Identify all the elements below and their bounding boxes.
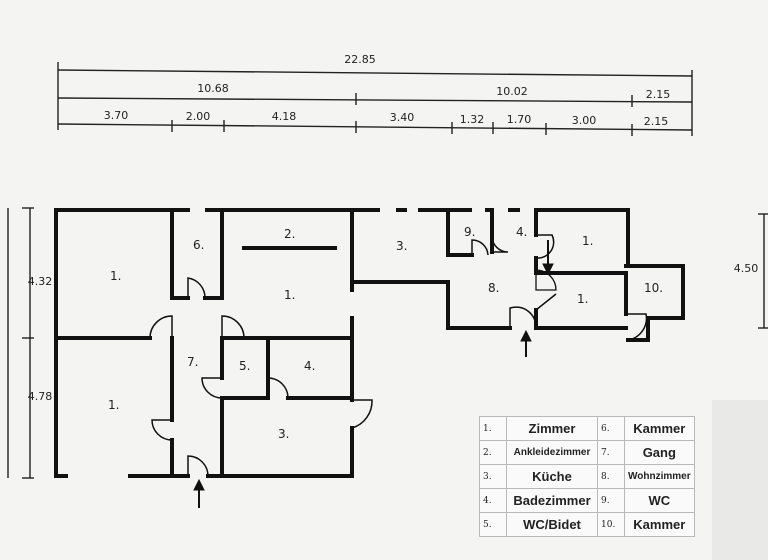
- legend-num: 7.: [597, 440, 625, 465]
- dim-row2-1: 10.68: [197, 82, 229, 95]
- walls: [54, 208, 685, 478]
- legend-num: 5.: [479, 512, 507, 537]
- dim-row3-4: 3.40: [390, 111, 415, 124]
- room-label-1-upper-mid: 1.: [284, 288, 295, 302]
- room-label-1-right-lower: 1.: [577, 292, 588, 306]
- legend-label: Zimmer: [506, 416, 598, 441]
- legend-num: 4.: [479, 488, 507, 513]
- legend-label: Kammer: [624, 512, 695, 537]
- legend-table: 1. Zimmer 6. Kammer 2. Ankleidezimmer 7.…: [479, 416, 695, 537]
- doors: [149, 234, 648, 477]
- legend-row: 2. Ankleidezimmer 7. Gang: [479, 440, 695, 465]
- legend-num: 3.: [479, 464, 507, 489]
- dim-row2-2: 10.02: [496, 85, 528, 98]
- dim-row3-2: 2.00: [186, 110, 211, 123]
- legend-label: WC/Bidet: [506, 512, 598, 537]
- legend-label: Ankleidezimmer: [506, 440, 598, 465]
- legend-num: 6.: [597, 416, 625, 441]
- room-label-1-lower-left: 1.: [108, 398, 119, 412]
- dim-row3-5: 1.32: [460, 113, 485, 126]
- legend-label: Wohnzimmer: [624, 464, 695, 489]
- room-label-1-right-upper: 1.: [582, 234, 593, 248]
- room-label-9: 9.: [464, 225, 475, 239]
- dim-row3-3: 4.18: [272, 110, 297, 123]
- dim-left-lower: 4.78: [28, 390, 53, 403]
- room-label-4-right: 4.: [516, 225, 527, 239]
- dim-row3-7: 3.00: [572, 114, 597, 127]
- room-label-5: 5.: [239, 359, 250, 373]
- legend-row: 4. Badezimmer 9. WC: [479, 488, 695, 513]
- legend-label: WC: [624, 488, 695, 513]
- legend-num: 2.: [479, 440, 507, 465]
- room-label-8: 8.: [488, 281, 499, 295]
- dim-row3-8: 2.15: [644, 115, 669, 128]
- legend-label: Gang: [624, 440, 695, 465]
- legend-row: 3. Küche 8. Wohnzimmer: [479, 464, 695, 489]
- dim-left-upper: 4.32: [28, 275, 53, 288]
- legend-label: Küche: [506, 464, 598, 489]
- legend-num: 8.: [597, 464, 625, 489]
- dim-overall: 22.85: [344, 53, 376, 66]
- room-label-10: 10.: [644, 281, 663, 295]
- entrance-arrows: [193, 240, 554, 508]
- legend-label: Kammer: [624, 416, 695, 441]
- legend-num: 10.: [597, 512, 625, 537]
- legend-num: 1.: [479, 416, 507, 441]
- legend-row: 1. Zimmer 6. Kammer: [479, 416, 695, 441]
- legend-num: 9.: [597, 488, 625, 513]
- dim-right: 4.50: [734, 262, 759, 275]
- dimension-lines: [57, 62, 693, 136]
- dim-row2-3: 2.15: [646, 88, 671, 101]
- room-label-3-corridor: 3.: [396, 239, 407, 253]
- room-label-3-lower: 3.: [278, 427, 289, 441]
- legend-label: Badezimmer: [506, 488, 598, 513]
- room-label-2: 2.: [284, 227, 295, 241]
- room-label-7: 7.: [187, 355, 198, 369]
- side-dimension-lines: [7, 207, 768, 479]
- room-label-6: 6.: [193, 238, 204, 252]
- room-label-4-lower: 4.: [304, 359, 315, 373]
- dim-row3-1: 3.70: [104, 109, 129, 122]
- legend-row: 5. WC/Bidet 10. Kammer: [479, 512, 695, 537]
- room-label-1-upper-left: 1.: [110, 269, 121, 283]
- dim-row3-6: 1.70: [507, 113, 532, 126]
